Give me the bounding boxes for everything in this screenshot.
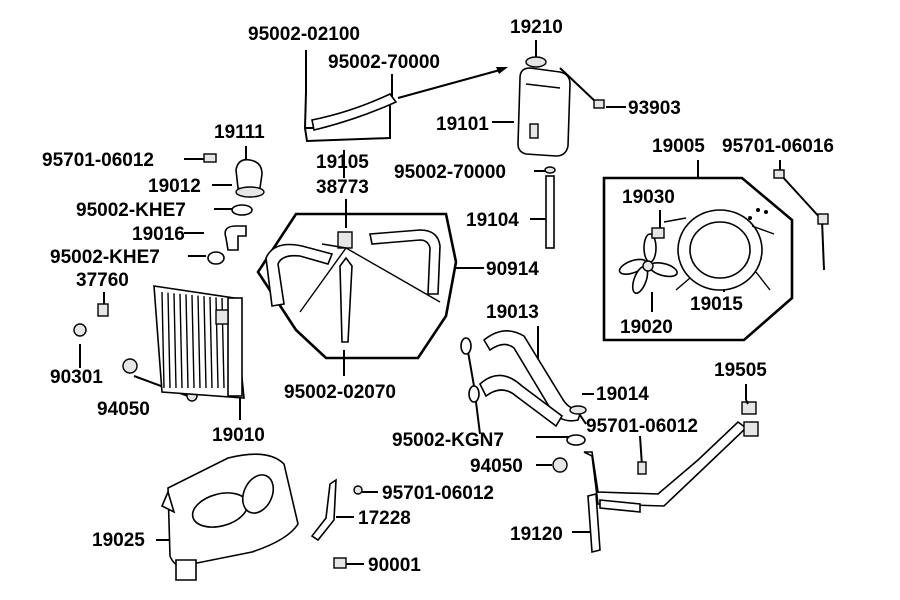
label-93903: 93903 [628,98,681,119]
bolt-93903 [559,67,605,109]
label-37760: 37760 [76,270,129,291]
bracket-17228 [310,478,363,569]
fan-assembly-19005-box [602,176,794,342]
thermostat-housing-19111 [235,158,265,198]
label-19014: 19014 [596,384,649,405]
label-19016: 19016 [132,224,185,245]
label-95002-khe7-a: 95002-KHE7 [76,200,186,221]
reservoir-tank-19101 [517,67,571,157]
clamp-95002-khe7-a [231,204,253,216]
label-19104: 19104 [466,210,519,231]
bolt-95701-06012-b [637,461,647,475]
elbow-19016 [224,225,247,251]
fan-assembly-19005 [618,208,775,295]
label-95701-06012-c: 95701-06012 [382,483,494,504]
pipe-19013 [460,330,587,446]
radiator-fin [185,294,189,389]
label-90001: 90001 [368,555,421,576]
radiator-fin [209,296,213,389]
label-38773: 38773 [316,177,369,198]
label-19111: 19111 [214,122,265,143]
label-19013: 19013 [486,302,539,323]
label-19030: 19030 [622,187,675,208]
tube-19104 [544,166,556,249]
hose-19105 [311,92,398,131]
radiator-fin [197,295,201,389]
radiator-fin [179,293,183,389]
label-95002-02070: 95002-02070 [284,382,396,403]
label-19015: 19015 [690,294,743,315]
radiator-fin [167,292,171,389]
label-19010: 19010 [212,425,265,446]
label-19120: 19120 [510,524,563,545]
radiator-fin [173,293,177,389]
label-19005: 19005 [652,136,705,157]
radiator-fin [191,294,195,389]
label-95002-kgn7: 95002-KGN7 [392,430,504,451]
label-95701-06012-a: 95701-06012 [42,150,154,171]
grommet-94050-a [122,358,138,374]
pipe-assembly-19120 [583,401,759,554]
label-19505: 19505 [714,360,767,381]
radiator-fin [203,296,207,389]
label-17228: 17228 [358,508,411,529]
label-90301: 90301 [50,367,103,388]
label-95701-06016: 95701-06016 [722,136,834,157]
label-19012: 19012 [148,176,201,197]
label-19105: 19105 [316,152,369,173]
label-19020: 19020 [620,317,673,338]
label-19101: 19101 [436,114,489,135]
label-95002-70000-mid: 95002-70000 [394,162,506,183]
fan-blade-19020 [618,233,678,295]
label-94050-b: 94050 [470,456,523,477]
label-19210: 19210 [510,17,563,38]
bolt-95701-06016 [773,169,829,271]
nut-90301 [73,323,87,337]
reservoir-cap-19210 [525,56,547,68]
label-19025: 19025 [92,530,145,551]
grommet-94050-b [552,457,568,473]
label-95002-khe7-b: 95002-KHE7 [50,247,160,268]
hose-set-90914 [265,229,441,343]
fan-shroud-19025 [160,453,299,581]
label-95002-70000-top: 95002-70000 [328,52,440,73]
label-95002-02100: 95002-02100 [248,24,360,45]
radiator-19010 [153,285,245,399]
clamp-95002-khe7-b [207,251,225,265]
leader-19505 [745,399,749,405]
leader-lines [79,40,781,565]
bolt-95701-06012-a [203,153,217,163]
sensor-37760 [97,303,109,317]
label-95701-06012-b: 95701-06012 [586,416,698,437]
label-90914: 90914 [486,259,539,280]
radiator-fin [161,291,165,389]
label-94050-a: 94050 [97,399,150,420]
